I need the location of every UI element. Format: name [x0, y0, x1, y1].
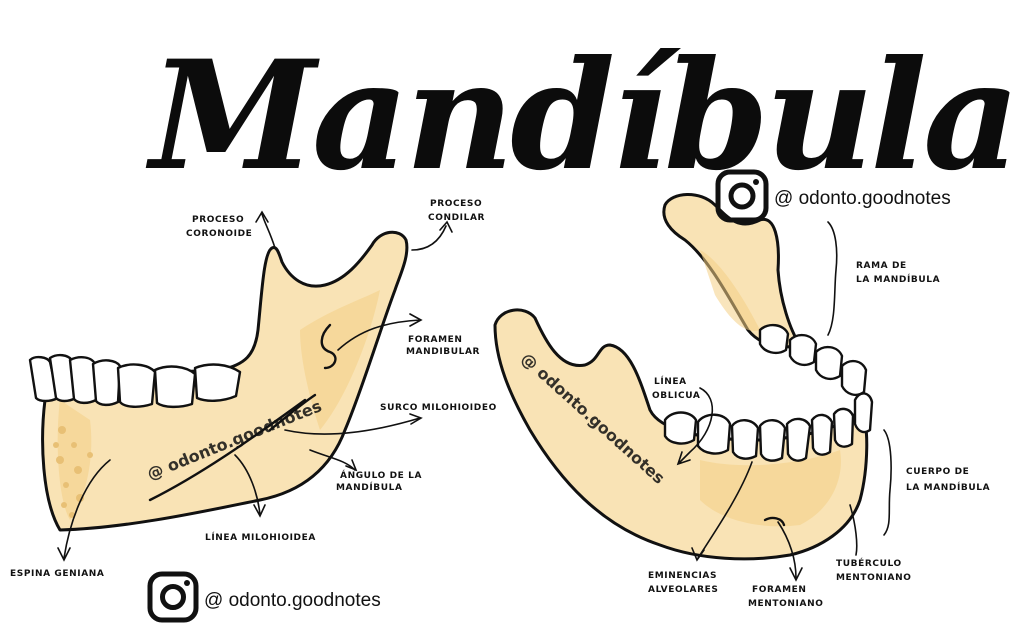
right-mandible-oblique-view: @ odonto.goodnotes: [493, 193, 874, 561]
page-title: Mandíbula: [145, 28, 1016, 204]
label-espina-geniana: ESPINA GENIANA: [10, 569, 104, 579]
right-shade-2: [700, 250, 760, 331]
instagram-icon: [715, 169, 769, 223]
label-rama-mandibula: RAMA DE LA MANDÍBULA: [856, 261, 940, 285]
label-linea-oblicua: LÍNEA OBLICUA: [652, 375, 700, 401]
label-foramen-mandibular: FORAMEN MANDIBULAR: [406, 335, 480, 357]
right-shade-1: [700, 450, 841, 527]
mental-foramen-mark: [763, 516, 786, 527]
annotation-labels: PROCESO CORONOIDE PROCESO CONDILAR FORAM…: [10, 199, 990, 609]
label-linea-milohioidea: LÍNEA MILOHIOIDEA: [205, 531, 316, 543]
label-foramen-mentoniano: FORAMEN MENTONIANO: [748, 585, 823, 609]
label-surco-milohioideo: SURCO MILOHIOIDEO: [380, 403, 497, 413]
right-teeth: [663, 323, 874, 462]
spongy-bone-texture: [53, 426, 93, 518]
label-cuerpo-mandibula: CUERPO DE LA MANDÍBULA: [906, 467, 990, 493]
instagram-icon: [147, 571, 199, 623]
mandibular-foramen-mark: [320, 323, 337, 370]
instagram-handle-top[interactable]: @ odonto.goodnotes: [715, 169, 951, 223]
right-far-ramus: [662, 193, 802, 349]
instagram-handle-bottom[interactable]: @ odonto.goodnotes: [147, 571, 381, 623]
label-angulo-mandibula: ÁNGULO DE LA MANDÍBULA: [336, 469, 426, 493]
annotation-arrows: [57, 210, 892, 582]
left-mandible-medial-view: @ odonto.goodnotes: [28, 230, 409, 532]
label-proceso-condilar: PROCESO CONDILAR: [428, 199, 486, 223]
left-shade-1: [57, 400, 92, 520]
handle-text-bottom: @ odonto.goodnotes: [204, 590, 381, 611]
mylohyoid-line-mark: [148, 398, 307, 502]
label-proceso-coronoide: PROCESO CORONOIDE: [186, 215, 252, 239]
label-tuberculo-mentoniano: TUBÉRCULO MENTONIANO: [836, 557, 911, 583]
handle-text-top: @ odonto.goodnotes: [774, 188, 951, 209]
label-eminencias-alveolares: EMINENCIAS ALVEOLARES: [648, 571, 721, 595]
left-teeth: [28, 353, 242, 409]
mylohyoid-groove-mark: [268, 393, 317, 432]
left-shade-2: [300, 290, 380, 430]
